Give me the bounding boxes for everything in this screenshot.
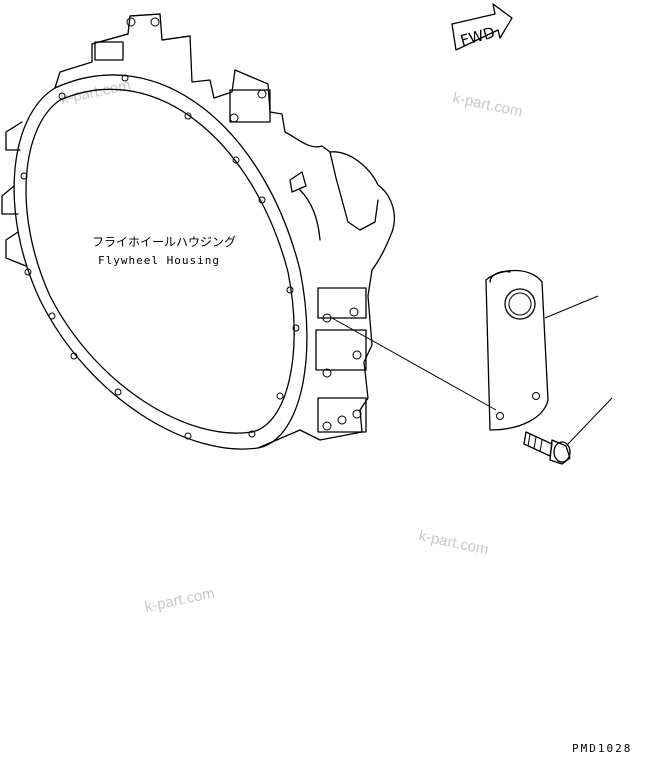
bolt [523,431,571,465]
watermark: k-part.com [59,77,132,108]
lifting-bracket [485,269,549,431]
part-callout-line [544,295,599,319]
fwd-label: FWD [458,23,496,49]
watermark: k-part.com [451,89,524,120]
flywheel-housing-label-jp: フライホイールハウジング [92,235,236,249]
watermark: k-part.com [417,527,490,558]
flywheel-housing [1,13,395,450]
part-callout-line [567,397,613,445]
watermark: k-part.com [143,585,216,616]
leader-line [331,317,497,411]
fwd-arrow-icon: FWD [451,3,513,51]
drawing-code: PMD1028 [572,742,632,755]
flywheel-housing-label-en: Flywheel Housing [98,254,220,267]
